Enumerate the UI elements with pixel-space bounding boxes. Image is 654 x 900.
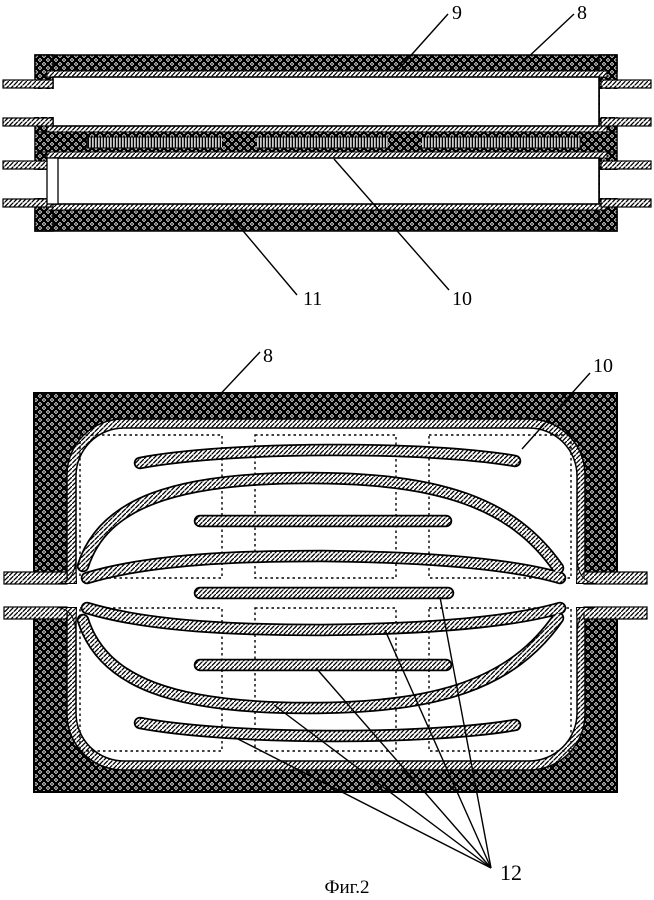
leader-line-9 (396, 13, 449, 72)
section-gap-patch-1 (222, 136, 257, 149)
vane-core (135, 445, 520, 468)
callout-10-section-label: 10 (452, 288, 472, 310)
outlet-flare (575, 607, 596, 630)
leader-line-12 (384, 629, 492, 869)
callout-8-plan-label: 8 (263, 345, 273, 367)
plan-view: 8 10 12 (3, 345, 648, 885)
section-pipe-wall (2, 117, 54, 127)
vane-core (135, 718, 520, 741)
section-lower-plate (52, 157, 600, 205)
section-lining-bottom (46, 203, 608, 211)
outlet-wall (583, 571, 648, 585)
callout-11-label: 11 (303, 288, 322, 310)
section-pipe-bore (600, 89, 651, 117)
zone-rect (254, 607, 397, 752)
section-top-casing (34, 54, 618, 72)
vane-core (82, 551, 565, 583)
section-pipe-wall (600, 117, 652, 127)
section-upper-plate (52, 76, 600, 127)
callout-9-label: 9 (452, 2, 462, 24)
outlet-wall (583, 606, 648, 620)
section-pipe-wall (600, 198, 652, 208)
zone-rectangles (79, 434, 572, 752)
inlet-flare (57, 607, 78, 630)
leader-line-11 (227, 212, 298, 296)
leader-line-12 (315, 667, 492, 869)
section-lining-upper-mid (46, 125, 608, 133)
leader-line-10-section (333, 158, 450, 291)
leader-line-8-plan (211, 351, 261, 404)
section-pipe-bore (3, 170, 54, 198)
leader-line-12 (233, 736, 492, 869)
section-pipe-wall (600, 79, 652, 89)
section-pipe-bore (600, 170, 651, 198)
section-lining-lower-mid (46, 151, 608, 159)
section-gap-patch-2 (388, 136, 422, 149)
outlet-flare (575, 561, 596, 584)
section-pipe-wall (2, 160, 54, 170)
vane-core (82, 603, 565, 635)
section-plate-end-cap (46, 157, 59, 205)
inlet-wall (3, 606, 68, 620)
section-pipe-wall (2, 198, 54, 208)
leader-line-12 (273, 704, 492, 869)
callout-8-section-label: 8 (577, 2, 587, 24)
section-bottom-casing (34, 209, 618, 232)
inlet-wall (3, 571, 68, 585)
vane-core (78, 613, 563, 713)
callout-10-plan-label: 10 (593, 355, 613, 377)
guide-vanes (76, 443, 567, 743)
section-pipe-wall (600, 160, 652, 170)
section-lining-top (46, 70, 608, 78)
leader-lines-12 (233, 596, 492, 869)
leader-line-12 (439, 596, 492, 869)
section-pipe-wall (2, 79, 54, 89)
callout-12-label: 12 (500, 860, 522, 885)
figure-caption: Фиг.2 (324, 877, 369, 898)
section-pipe-bore (3, 89, 54, 117)
leader-line-10-plan (521, 372, 591, 450)
outlet-bore (576, 584, 647, 607)
inlet-bore (4, 584, 77, 607)
leader-line-8-section (523, 13, 575, 62)
vane-core (78, 473, 563, 573)
section-gap-strip (86, 136, 581, 149)
inlet-flare (57, 561, 78, 584)
zone-rect (254, 434, 397, 579)
section-view: 9 8 11 10 (2, 2, 652, 310)
